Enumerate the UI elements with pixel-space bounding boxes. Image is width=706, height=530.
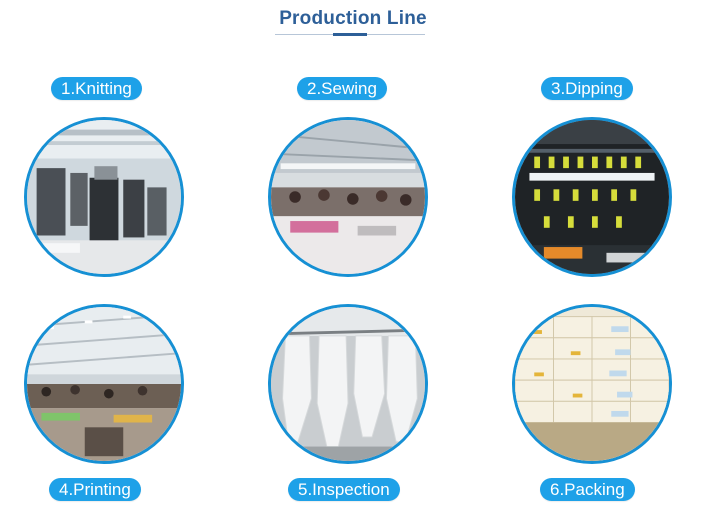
dipping-photo-icon: [512, 117, 672, 277]
knitting-photo-icon: [24, 117, 184, 277]
step-label-inspection: 5.Inspection: [288, 478, 400, 501]
step-label-knitting: 1.Knitting: [51, 77, 142, 100]
step-label-printing: 4.Printing: [49, 478, 141, 501]
title-divider-accent: [333, 33, 367, 36]
inspection-photo-icon: [268, 304, 428, 464]
printing-photo-icon: [24, 304, 184, 464]
step-label-sewing: 2.Sewing: [297, 77, 387, 100]
page-title: Production Line: [279, 8, 427, 29]
sewing-photo-icon: [268, 117, 428, 277]
packing-photo-icon: [512, 304, 672, 464]
step-label-dipping: 3.Dipping: [541, 77, 633, 100]
step-label-packing: 6.Packing: [540, 478, 635, 501]
